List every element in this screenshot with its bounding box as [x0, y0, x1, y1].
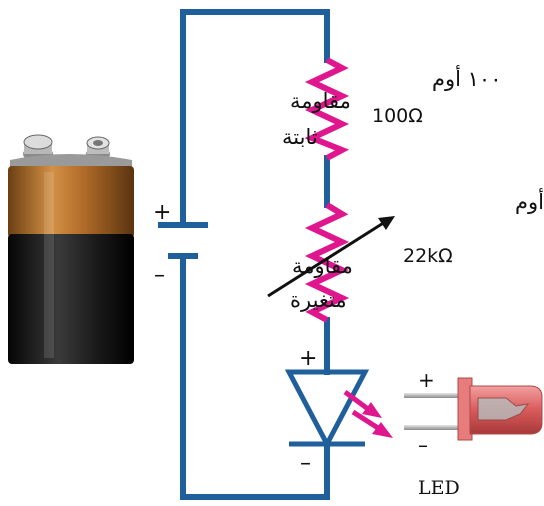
- diode-symbol: [284, 369, 370, 450]
- battery-minus-sign: –: [154, 263, 165, 288]
- battery-9v-icon: [8, 134, 134, 364]
- fixed-resistor-name-line1: مقاومة: [290, 89, 351, 113]
- diode-minus-sign: –: [300, 451, 311, 476]
- fixed-resistor: [304, 57, 350, 161]
- battery-symbol: [158, 222, 208, 259]
- fixed-resistor-value-symbol: 100Ω: [372, 105, 423, 127]
- light-emission-arrows-icon: [343, 389, 393, 438]
- fixed-resistor-value-arabic: ١٠٠ أوم: [432, 65, 502, 91]
- variable-resistor-name-line2: متغيرة: [290, 288, 347, 312]
- variable-resistor-name-line1: مقاومة: [292, 254, 353, 278]
- led-minus-sign: –: [418, 433, 428, 457]
- fixed-resistor-name-line2: ثابتة: [282, 125, 318, 149]
- variable-resistor-value-symbol: 22kΩ: [403, 245, 453, 267]
- battery-plus-sign: +: [153, 200, 171, 225]
- diode-plus-sign: +: [299, 346, 317, 371]
- variable-resistor-value-arabic: ٢٢ كيلو أوم: [515, 188, 544, 214]
- led-plus-sign: +: [418, 368, 435, 392]
- variable-resistor: [304, 202, 350, 323]
- circuit-wires: [180, 9, 330, 500]
- led-label: LED: [418, 477, 460, 499]
- variable-resistor-arrow: [267, 216, 395, 298]
- led-component-icon: [404, 377, 543, 441]
